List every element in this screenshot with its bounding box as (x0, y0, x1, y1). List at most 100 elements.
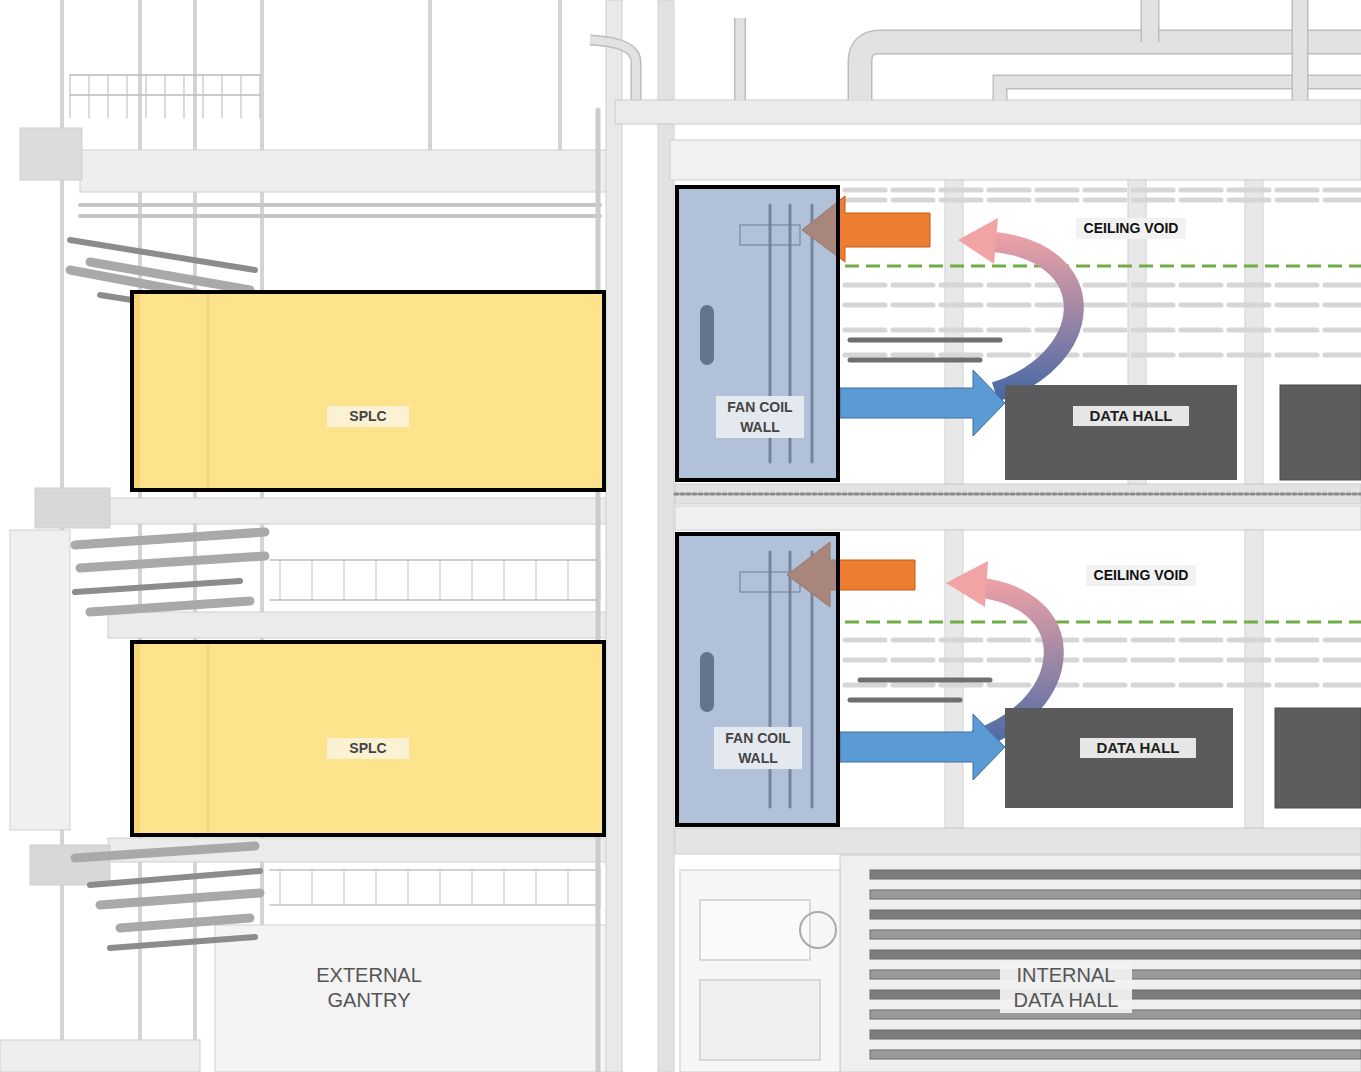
area-label: EXTERNAL GANTRY (303, 963, 435, 1013)
railing (567, 870, 568, 905)
railing (259, 75, 260, 118)
railing (503, 870, 504, 905)
floor-slab (675, 828, 1361, 854)
ceiling-grid (845, 638, 1361, 643)
ceiling-grid (845, 198, 1361, 203)
railing (270, 559, 600, 561)
node-label: DATA HALL (1080, 738, 1195, 758)
railing (164, 75, 165, 118)
railing (503, 560, 504, 600)
ceiling-void-line (845, 621, 1361, 624)
data-hall-box: DATA HALL (1005, 708, 1233, 808)
return-air-arrow (995, 242, 1074, 392)
railing (375, 560, 376, 600)
railing (535, 560, 536, 600)
area-label: INTERNAL DATA HALL (1000, 963, 1132, 1013)
cable-tray (850, 358, 980, 363)
ceiling-grid (845, 188, 1361, 193)
ceiling-grid (845, 658, 1361, 663)
railing (279, 560, 280, 600)
pipe (110, 937, 255, 948)
server-rack-row (870, 910, 1361, 919)
railing (279, 870, 280, 905)
railing (439, 870, 440, 905)
floor-slab (670, 140, 1361, 180)
pipe (120, 918, 250, 928)
gantry-post (428, 0, 432, 150)
railing (69, 75, 70, 118)
railing (343, 560, 344, 600)
server-rack-row (870, 950, 1361, 959)
node-label: SPLC (327, 406, 408, 427)
node-label: FAN COIL WALL (716, 396, 804, 438)
pipe (90, 871, 260, 885)
ceiling-grid (845, 303, 1361, 308)
pipe (80, 214, 600, 218)
server-rack-row (870, 1030, 1361, 1039)
node-label: FAN COIL WALL (714, 727, 802, 769)
fan-coil-wall-box: FAN COIL WALL (675, 532, 840, 827)
server-rack-row (870, 930, 1361, 939)
pipe (860, 42, 1361, 100)
gantry-platform (215, 925, 610, 1072)
railing (88, 75, 89, 118)
pipe (860, 42, 1361, 100)
railing (567, 560, 568, 600)
building-column (1245, 530, 1263, 828)
return-air-arrow (946, 561, 988, 607)
equipment (700, 900, 810, 960)
pipe (100, 893, 260, 905)
railing (145, 75, 146, 118)
data-hall-box: DATA HALL (1005, 385, 1237, 480)
pipe (80, 556, 265, 568)
gantry-platform (30, 845, 110, 885)
server-rack-row (870, 1050, 1361, 1059)
zone-label: CEILING VOID (1086, 565, 1197, 586)
splc-box: SPLC (130, 640, 606, 837)
ceiling-grid (845, 328, 1361, 333)
railing (221, 75, 222, 118)
railing (270, 904, 600, 906)
ceiling-void-line (845, 265, 1361, 268)
pipe (1292, 0, 1309, 100)
pipe (1141, 0, 1160, 42)
railing (202, 75, 203, 118)
gantry-platform (108, 612, 612, 638)
server-rack-row (870, 890, 1361, 899)
pipe (736, 18, 745, 100)
gantry-platform (108, 498, 612, 524)
cable-tray (850, 698, 960, 703)
ceiling-grid (845, 683, 1361, 688)
server-rack-row (870, 870, 1361, 879)
pipe (1293, 0, 1307, 100)
gantry-platform (20, 128, 82, 180)
cable-tray (850, 338, 1000, 343)
railing (535, 870, 536, 905)
return-air-arrow (958, 218, 998, 264)
railing (407, 870, 408, 905)
node-label: DATA HALL (1073, 406, 1188, 426)
railing (439, 560, 440, 600)
cable-tray (860, 678, 990, 683)
equipment (800, 912, 836, 948)
wall-column (606, 0, 622, 1072)
railing (375, 870, 376, 905)
splc-box: SPLC (130, 290, 606, 492)
railing (343, 870, 344, 905)
railing (471, 560, 472, 600)
railing (407, 560, 408, 600)
node-label: SPLC (327, 738, 408, 759)
ceiling-grid (845, 353, 1361, 358)
floor-slab (675, 506, 1361, 530)
server-rack (1275, 708, 1361, 808)
gantry-platform (0, 1040, 200, 1072)
floor-slab (680, 870, 840, 1072)
railing (270, 869, 600, 871)
floor-slab (840, 855, 1361, 1072)
railing (471, 870, 472, 905)
gantry-platform (35, 488, 110, 528)
pipe (734, 18, 746, 100)
supply-air-arrow (840, 714, 1005, 780)
